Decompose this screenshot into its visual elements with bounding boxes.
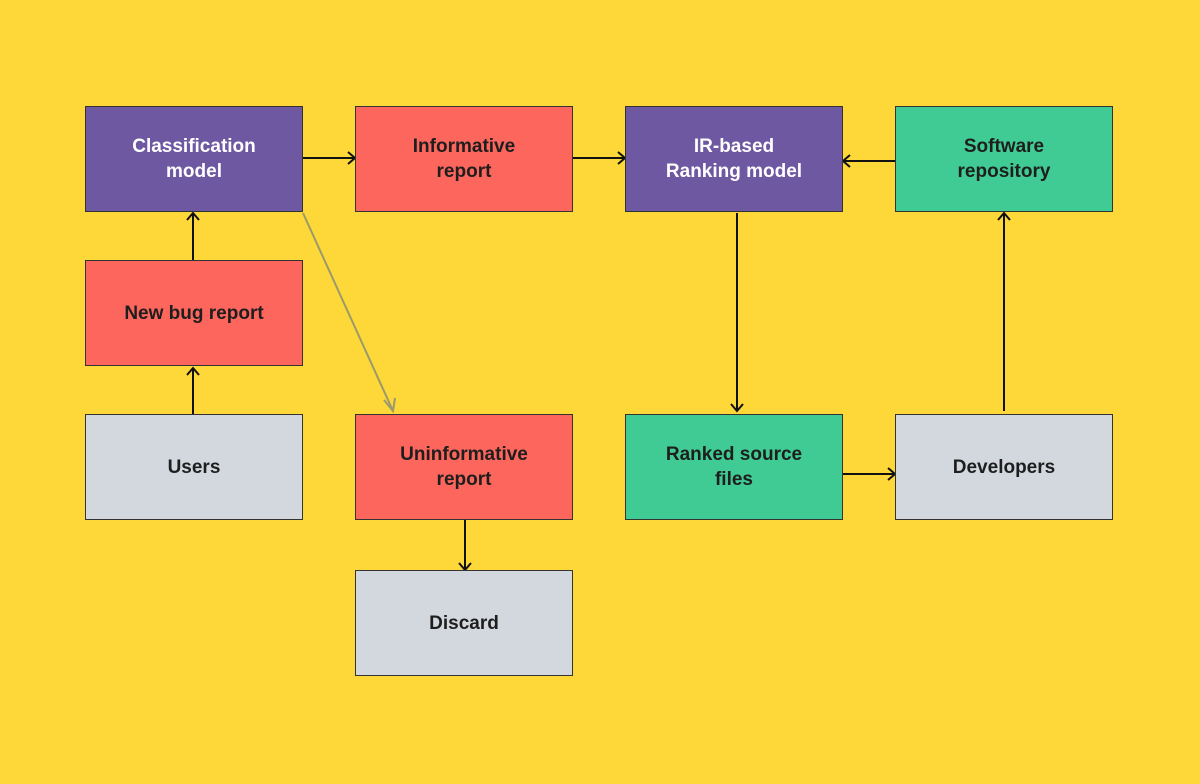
- node-informative-report: Informative report: [355, 106, 573, 212]
- node-label: Informative report: [412, 136, 516, 182]
- node-label: Users: [167, 456, 221, 478]
- node-ranked-source-files: Ranked source files: [625, 414, 843, 520]
- arrow-ranked-source-files-to-developers: [843, 467, 897, 481]
- node-software-repository: Software repository: [895, 106, 1113, 212]
- node-label: Classification model: [132, 136, 256, 182]
- node-ir-based-ranking-model: IR-based Ranking model: [625, 106, 843, 212]
- node-discard: Discard: [355, 570, 573, 676]
- arrow-uninformative-to-discard: [458, 520, 472, 572]
- arrow-developers-to-software-repository: [997, 211, 1011, 411]
- node-users: Users: [85, 414, 303, 520]
- node-label: Discard: [429, 612, 499, 634]
- arrow-users-to-new-bug-report: [186, 366, 200, 414]
- node-uninformative-report: Uninformative report: [355, 414, 573, 520]
- node-label: Uninformative report: [400, 444, 528, 490]
- node-label: Software repository: [957, 136, 1051, 182]
- arrow-classification-to-uninformative: [302, 212, 396, 414]
- node-label: IR-based Ranking model: [665, 136, 803, 182]
- arrow-classification-to-informative: [303, 151, 357, 165]
- node-classification-model: Classification model: [85, 106, 303, 212]
- arrow-informative-to-ir-based: [573, 151, 627, 165]
- arrow-new-bug-report-to-classification-model: [186, 211, 200, 260]
- arrow-ir-based-to-ranked-source-files: [730, 213, 744, 413]
- node-new-bug-report: New bug report: [85, 260, 303, 366]
- arrow-software-repository-to-ir-based: [841, 154, 895, 168]
- node-developers: Developers: [895, 414, 1113, 520]
- node-label: Ranked source files: [665, 444, 803, 490]
- node-label: Developers: [952, 456, 1056, 478]
- node-label: New bug report: [124, 302, 264, 324]
